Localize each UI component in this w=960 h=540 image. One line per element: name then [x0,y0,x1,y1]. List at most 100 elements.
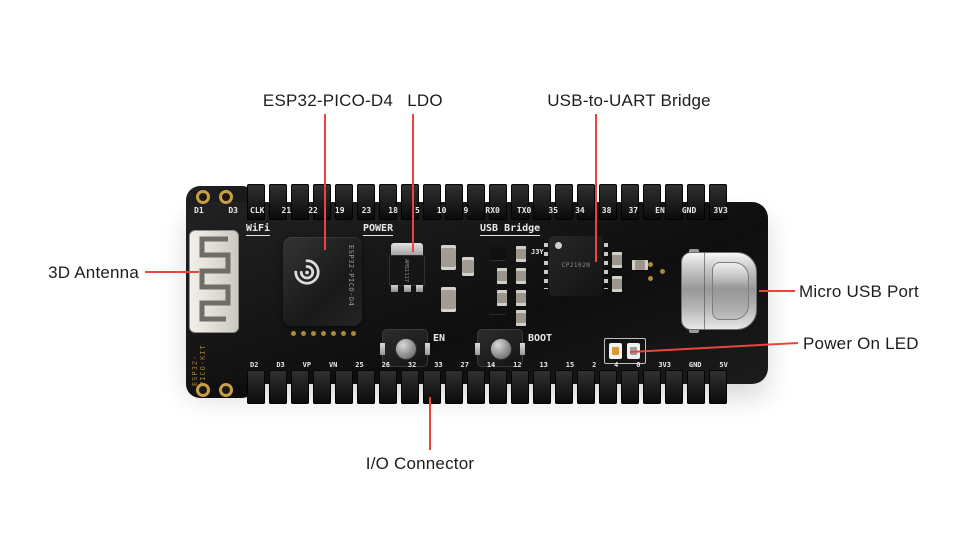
callout-label-power-led: Power On LED [803,334,919,353]
pin-label: 5V [719,361,728,369]
via-dot [648,262,653,267]
header-pin [687,370,705,404]
header-pin [313,184,331,220]
chip-marking-text: ESP32-PICO-D4 [347,245,355,307]
pin-label: 3V3 [713,206,728,215]
pin1-dot [555,242,562,249]
pin-label: 38 [601,206,612,215]
header-pin [291,184,309,220]
led-resistor [627,343,640,359]
pin-label: TX0 [516,206,532,215]
header-pin [357,184,375,220]
header-pin [665,184,683,220]
silkscreen-en: EN [433,333,446,344]
header-pin [269,184,287,220]
pin-label: GND [688,361,702,369]
pin-label: CLK [250,206,265,215]
pin-label: 12 [513,361,522,369]
header-pin [489,184,507,220]
header-pin [687,184,705,220]
silkscreen-power: POWER [363,223,394,236]
resistor [497,290,507,306]
callout-label-esp32: ESP32-PICO-D4 [262,91,394,110]
header-pin [335,184,353,220]
header-pin [577,370,595,404]
pin-label: VP [302,361,312,369]
callout-label-antenna: 3D Antenna [48,263,139,282]
pin-label: 14 [486,361,496,369]
header-pin [423,370,441,404]
en-button-cap [395,338,417,360]
header-pin [247,184,265,220]
ldo-tab [391,243,423,256]
pin-label: 25 [355,361,364,369]
header-pin [335,370,353,404]
via-row [291,331,356,336]
header-pin [467,184,485,220]
ldo-regulator: AMS1117 [389,255,425,286]
pin-label: 0 [636,361,641,369]
micro-usb-port [681,252,757,330]
pin-label: 34 [575,206,585,215]
header-pin [533,184,551,220]
resistor [516,290,526,306]
pin-label: 4 [614,361,619,369]
header-pin [709,370,727,404]
header-pin [247,370,265,404]
capacitor [441,245,456,270]
pin-label: 3V3 [658,361,671,369]
pin-label: 27 [460,361,469,369]
pin-label: 26 [381,361,390,369]
callout-label-ldo: LDO [407,91,443,110]
resistor [612,276,622,292]
usb-shell-tab [689,328,699,333]
pin-label: 13 [539,361,548,369]
transistor [489,247,506,260]
header-pin [313,370,331,404]
mounting-pad [196,383,210,397]
pin-label: D3 [228,206,238,215]
usb-shell-inner [712,262,749,320]
header-pin [269,370,287,404]
silkscreen-wifi: WiFi [246,223,271,236]
pin-label: 2 [592,361,597,369]
resistor [497,268,507,284]
header-pin [401,184,419,220]
resistor [516,268,526,284]
silkscreen-usb-bridge: USB Bridge [480,223,541,236]
pin-label: GND [681,206,697,215]
esp32-pico-d4-chip: ESP32-PICO-D4 [283,237,362,326]
pin-label: D1 [194,206,204,215]
header-pin [291,370,309,404]
pin-label: EN [655,206,665,215]
header-pin [489,370,507,404]
header-pin [511,184,529,220]
header-pin [445,370,463,404]
io-header-bottom [247,370,727,404]
pin-label: VN [328,361,338,369]
pin-label: 9 [463,206,469,215]
header-pin [599,184,617,220]
header-pin [357,370,375,404]
via-dot [648,276,653,281]
power-on-led [609,343,622,359]
header-pin [533,370,551,404]
io-header-top [247,184,727,220]
usb-uart-bridge-chip: CP2102N [544,236,608,296]
header-pin [555,370,573,404]
pin-label: 22 [308,206,318,215]
pin-label: 32 [407,361,417,369]
pin-label: 10 [436,206,447,215]
header-pin [423,184,441,220]
pin-label: D2 [250,361,259,369]
capacitor [441,287,456,312]
antenna-zigzag-icon [199,236,231,322]
boot-button-cap [490,338,512,360]
header-pin [379,370,397,404]
silkscreen-j3y: J3Y [531,248,544,256]
header-pin [401,370,419,404]
resistor [632,260,648,270]
capacitor [462,257,474,276]
pin-label: RX0 [485,206,500,215]
